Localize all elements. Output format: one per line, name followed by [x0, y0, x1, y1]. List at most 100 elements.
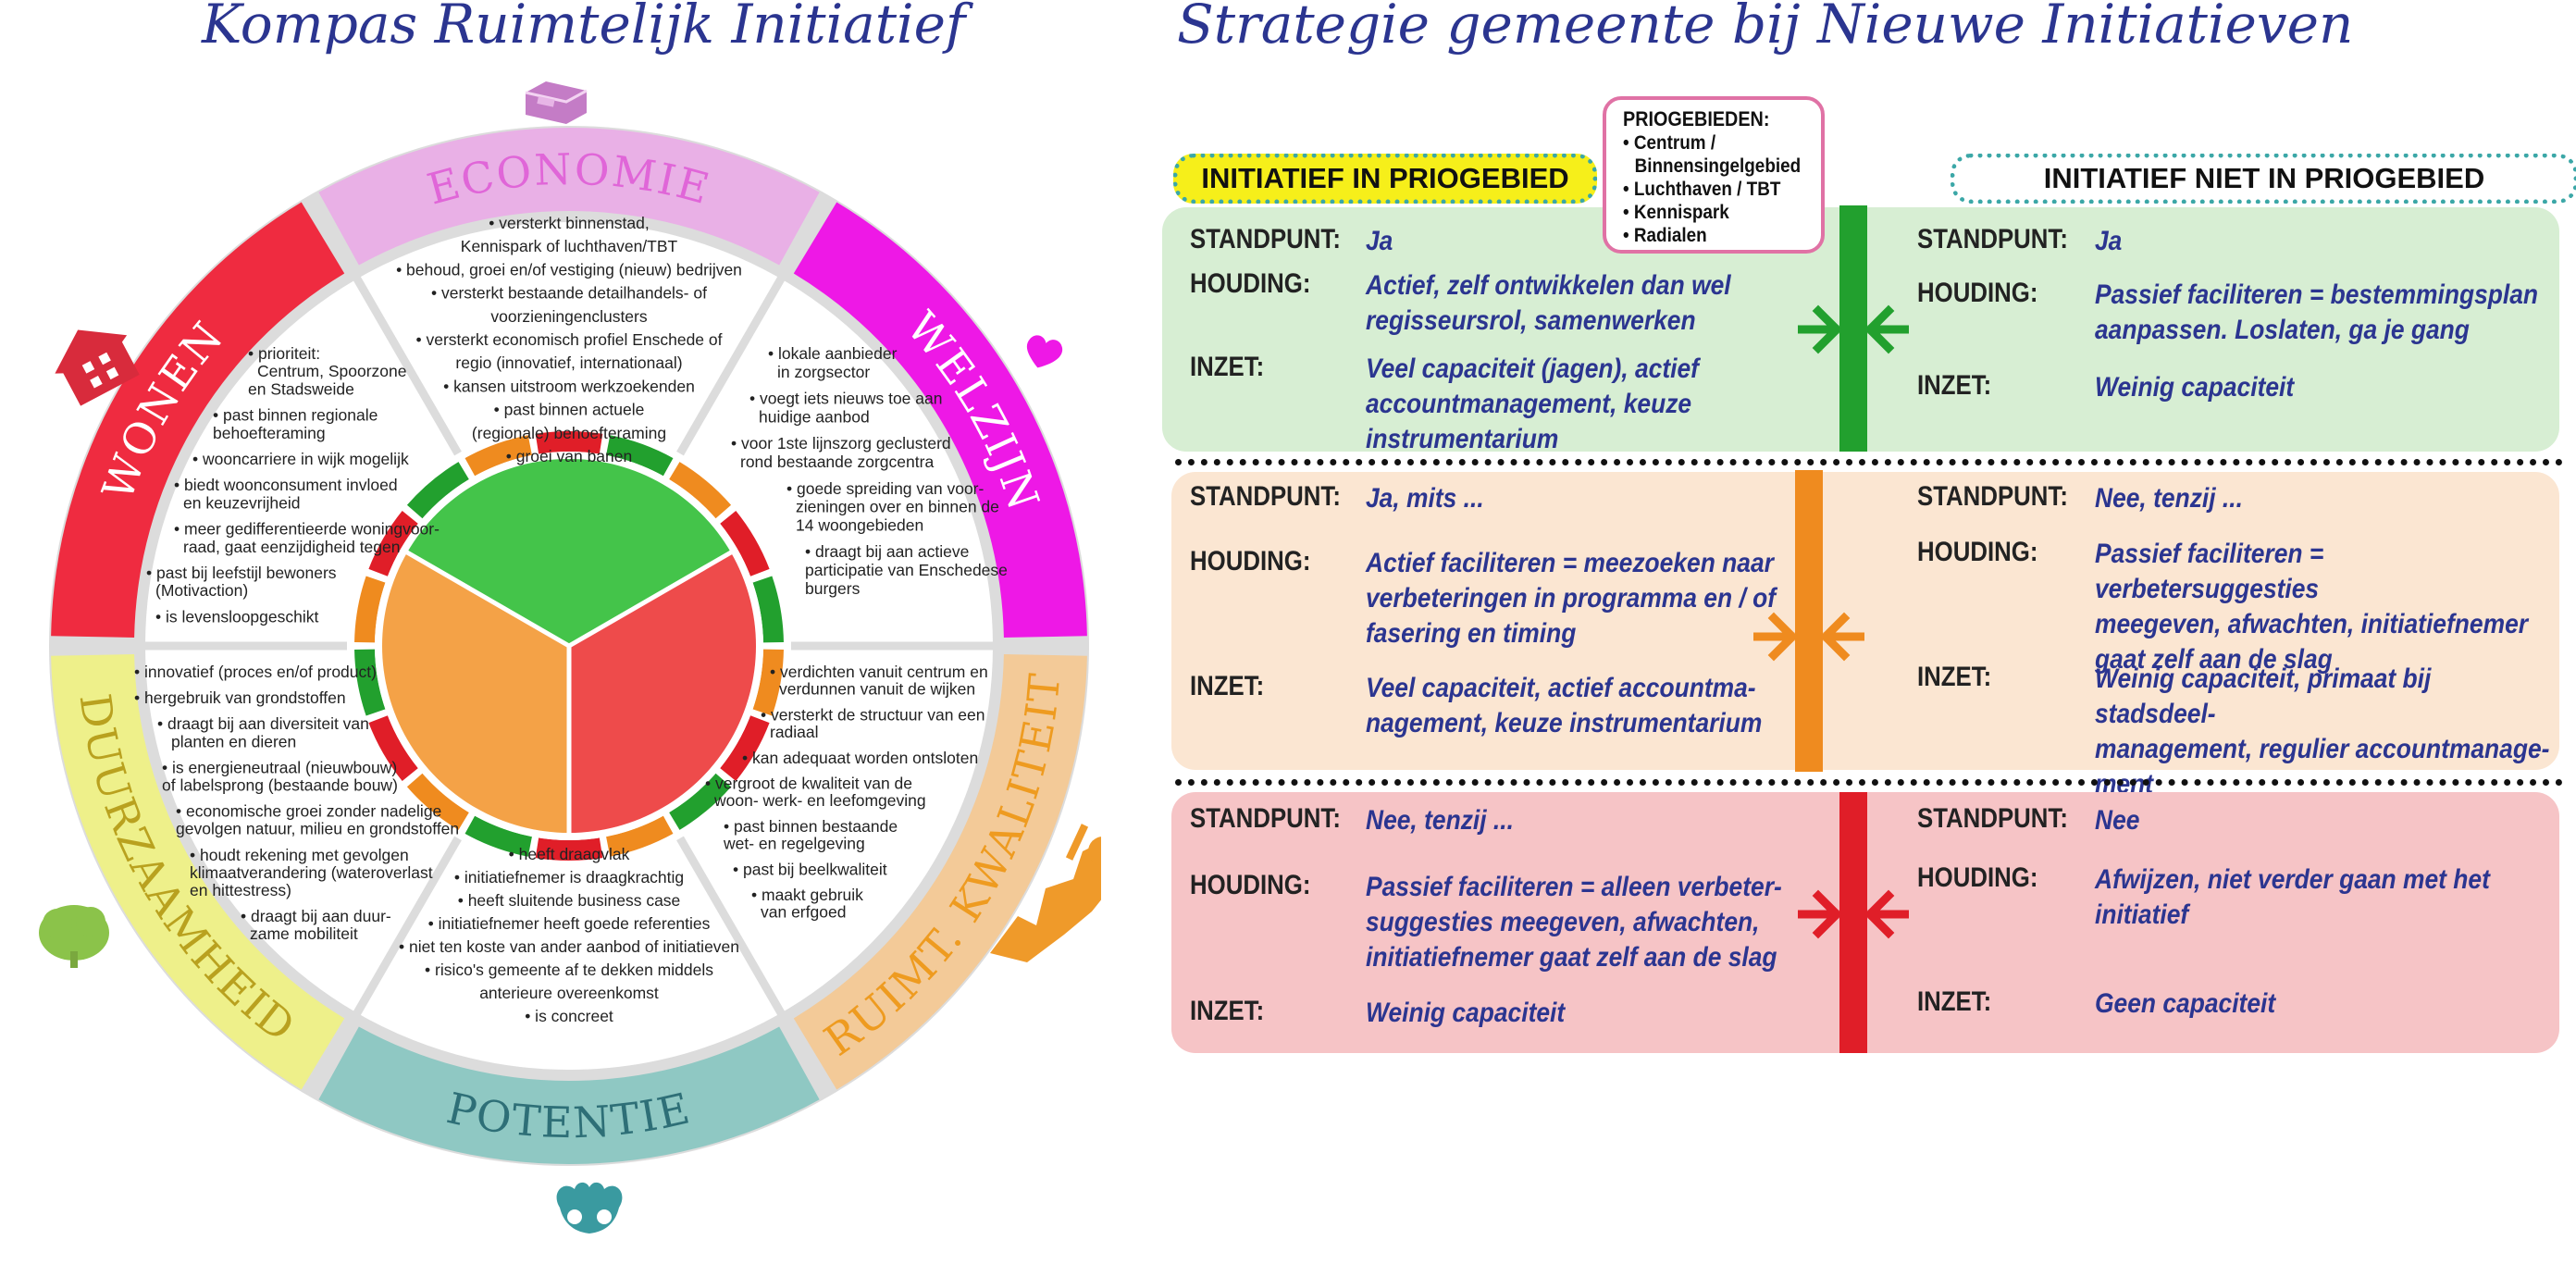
criteria-line: • draagt bij aan diversiteit van	[157, 714, 369, 733]
spoke	[352, 836, 462, 1019]
house-shape	[55, 329, 140, 406]
label-inzet: INZET:	[1917, 986, 1992, 1017]
core-ring-segment	[606, 815, 674, 857]
value-in-houding: Actief, zelf ontwikkelen dan wel regisse…	[1366, 270, 1731, 336]
criteria-line: • voor 1ste lijnszorg geclusterd	[731, 434, 951, 453]
value-in-houding: Passief faciliteren = alleen verbeter- s…	[1366, 872, 1782, 973]
priogebied-item: Binnensingelgebied	[1634, 155, 1802, 177]
heart-icon	[1026, 335, 1063, 368]
value-niet-houding: Passief faciliteren = bestemmingsplan aa…	[2095, 279, 2539, 345]
money-shape	[526, 81, 587, 124]
criteria-line: • draagt bij aan actieve	[805, 542, 969, 561]
label-standpunt: STANDPUNT:	[1190, 803, 1341, 834]
criteria-line: • economische groei zonder nadelige	[176, 802, 441, 821]
value-in-standpunt: Ja, mits ...	[1366, 483, 1484, 514]
label-houding: HOUDING:	[1917, 537, 2038, 567]
heart-shape	[1026, 335, 1063, 368]
converge-arrows-green	[1797, 302, 1910, 357]
value-niet-standpunt: Ja	[2095, 226, 2123, 256]
core-ring-segment	[464, 815, 532, 857]
criteria-line: • is levensloopgeschikt	[155, 607, 318, 626]
row-separator	[1175, 459, 2563, 465]
hands-hole	[597, 1209, 612, 1224]
criteria-line: in zorgsector	[777, 363, 870, 381]
label-houding: HOUDING:	[1917, 278, 2038, 308]
value-niet-inzet: Weinig capaciteit	[2095, 372, 2295, 403]
criteria-line: • kan adequaat worden ontsloten	[742, 749, 978, 767]
factory-icon	[990, 824, 1101, 962]
criteria-line: • lokale aanbieder	[768, 344, 898, 363]
strategy-title: Strategie gemeente bij Nieuwe Initiatiev…	[1177, 0, 2354, 56]
criteria-line: burgers	[805, 579, 861, 598]
criteria-line: klimaatverandering (wateroverlast	[190, 863, 433, 882]
tree-crown	[43, 909, 72, 938]
criteria-line: Centrum, Spoorzone	[257, 362, 406, 380]
criteria-line: • draagt bij aan duur-	[241, 907, 391, 925]
label-standpunt: STANDPUNT:	[1190, 481, 1341, 512]
core-divider	[404, 549, 571, 649]
criteria-line: • houdt rekening met gevolgen	[190, 846, 409, 864]
label-standpunt: STANDPUNT:	[1917, 803, 2068, 834]
value-niet-standpunt: Nee, tenzij ...	[2095, 483, 2243, 514]
criteria-line: • voegt iets nieuws toe aan	[749, 390, 942, 408]
criteria-line: (Motivaction)	[155, 581, 248, 600]
criteria-line: • initiatiefnemer is draagkrachtig	[454, 868, 684, 886]
core-ring-segment	[535, 430, 603, 454]
criteria-line: • prioriteit:	[248, 344, 320, 363]
hands-icon	[556, 1182, 623, 1234]
criteria-line: verdunnen vanuit de wijken	[779, 680, 975, 699]
criteria-line: anterieure overeenkomst	[479, 984, 659, 1002]
spoke	[676, 836, 786, 1019]
ring-sector-ruimt	[793, 654, 1087, 1090]
criteria-line: regio (innovatief, internationaal)	[455, 353, 682, 372]
factory-cog	[1088, 837, 1101, 866]
core-ring-segment	[406, 462, 469, 519]
priogebied-item: • Luchthaven / TBT	[1623, 179, 1781, 200]
priogebieden-title: PRIOGEBIEDEN:	[1623, 107, 1770, 130]
value-in-standpunt: Nee, tenzij ...	[1366, 805, 1514, 836]
criteria-line: rond bestaande zorgcentra	[740, 453, 934, 471]
criteria-line: radiaal	[770, 723, 819, 741]
criteria-line: • vergroot de kwaliteit van de	[705, 775, 912, 793]
label-houding: HOUDING:	[1190, 546, 1311, 577]
value-niet-inzet: Geen capaciteit	[2095, 988, 2276, 1019]
ring-sector-welzijn	[793, 202, 1087, 638]
spoke	[676, 273, 786, 456]
tree-crown	[76, 907, 105, 936]
criteria-line: • versterkt de structuur van een	[761, 705, 985, 724]
core-ring-segment	[368, 510, 418, 577]
core-ring-segment	[669, 773, 732, 830]
criteria-line: • past binnen actuele	[494, 401, 645, 419]
divider-bar-orange	[1795, 470, 1823, 772]
criteria-line: • versterkt economisch profiel Enschede …	[415, 330, 722, 349]
criteria-line: • past binnen bestaande	[724, 817, 898, 836]
criteria-line: • meer gedifferentieerde woningvoor-	[174, 520, 440, 539]
compass-diagram: • versterkt binnenstad,Kennispark of luc…	[39, 81, 1101, 1234]
value-niet-houding: Passief faciliteren = verbetersuggesties…	[2095, 539, 2529, 675]
criteria-line: • risico's gemeente af te dekken middels	[425, 961, 713, 979]
ring-sector-potentie	[318, 1026, 820, 1165]
core-ring-segment	[406, 773, 469, 830]
core-ring-segment	[752, 649, 784, 716]
criteria-line: • behoud, groei en/of vestiging (nieuw) …	[396, 260, 742, 279]
core-divider	[567, 549, 734, 649]
criteria-line: • versterkt binnenstad,	[489, 214, 649, 232]
core-ring-segment	[464, 435, 532, 477]
hands-shape	[556, 1182, 623, 1234]
priogebied-item: • Centrum /	[1623, 132, 1716, 154]
value-in-inzet: Veel capaciteit (jagen), actief accountm…	[1366, 353, 1699, 454]
converge-arrows-orange	[1752, 609, 1865, 664]
criteria-line: • groei van banen	[506, 447, 633, 465]
criteria-line: • initiatiefnemer heeft goede referentie…	[428, 914, 711, 933]
criteria-line: • heeft sluitende business case	[458, 891, 681, 910]
header-niet-in-priogebied: INITIATIEF NIET IN PRIOGEBIED	[1951, 154, 2576, 204]
criteria-line: zieningen over en binnen de	[796, 498, 999, 516]
tree-trunk	[70, 951, 78, 968]
house-window	[105, 366, 119, 380]
criteria-line: wet- en regelgeving	[723, 835, 865, 853]
core-pie	[354, 430, 784, 861]
label-houding: HOUDING:	[1190, 268, 1311, 299]
strategy-row-orange	[1171, 472, 2559, 770]
compass-title: Kompas Ruimtelijk Initiatief	[202, 0, 966, 56]
value-niet-standpunt: Nee	[2095, 805, 2140, 836]
